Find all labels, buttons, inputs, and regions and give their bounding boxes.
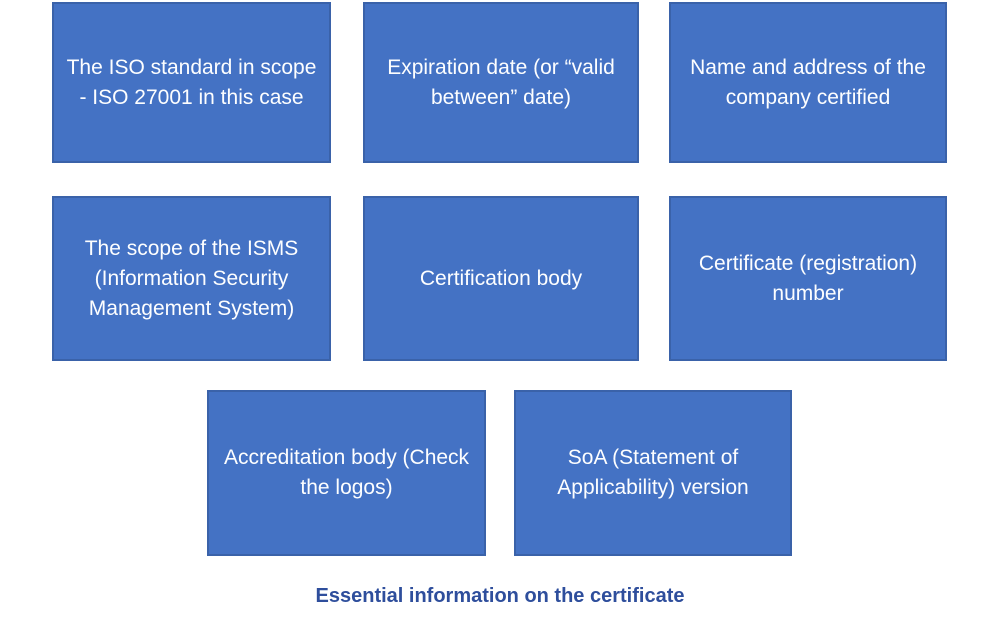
box-accreditation-body: Accreditation body (Check the logos) xyxy=(207,390,486,556)
diagram-caption: Essential information on the certificate xyxy=(315,585,685,607)
box-isms-scope-label: The scope of the ISMS (Information Secur… xyxy=(84,236,299,320)
box-company-name-address-label: Name and address of the company certifie… xyxy=(690,55,926,109)
box-certificate-number-label: Certificate (registration) number xyxy=(698,251,918,305)
box-expiration-date-label: Expiration date (or “valid between” date… xyxy=(387,55,615,109)
box-certificate-number: Certificate (registration) number xyxy=(669,196,947,361)
box-accreditation-body-label: Accreditation body (Check the logos) xyxy=(223,446,470,499)
box-isms-scope: The scope of the ISMS (Information Secur… xyxy=(52,196,331,361)
box-iso-standard-label: The ISO standard in scope - ISO 27001 in… xyxy=(66,55,317,109)
box-soa-version-label: SoA (Statement of Applicability) version xyxy=(557,446,749,499)
box-company-name-address: Name and address of the company certifie… xyxy=(669,2,947,163)
box-soa-version: SoA (Statement of Applicability) version xyxy=(514,390,792,556)
box-iso-standard: The ISO standard in scope - ISO 27001 in… xyxy=(52,2,331,163)
box-certification-body: Certification body xyxy=(363,196,639,361)
box-certification-body-label: Certification body xyxy=(419,266,583,290)
box-expiration-date: Expiration date (or “valid between” date… xyxy=(363,2,639,163)
